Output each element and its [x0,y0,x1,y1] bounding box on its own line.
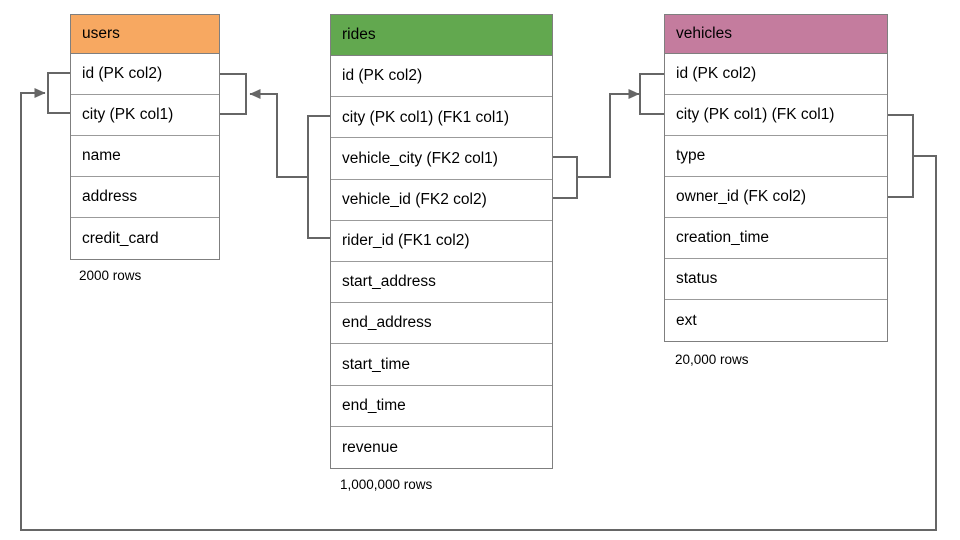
table-column-row: start_address [331,261,552,304]
table-vehicles-header: vehicles [665,15,887,54]
rides-row-count-label: 1,000,000 rows [340,477,433,492]
table-column-row: name [71,136,219,177]
vehicles-left-bracket [639,73,664,115]
table-vehicles-columns: id (PK col2)city (PK col1) (FK col1)type… [665,54,887,341]
table-column-row: rider_id (FK1 col2) [331,220,552,262]
rides-left-bracket [307,115,330,239]
rides-to-vehicles-arrow-line [577,89,640,178]
table-column-row: owner_id (FK col2) [665,177,887,218]
rides-to-users-arrow-line [249,89,308,178]
table-column-row: end_time [331,385,552,427]
table-column-row: id (PK col2) [71,54,219,95]
users-row-count-label: 2000 rows [79,268,142,283]
connector-rides-to-vehicles [553,73,664,199]
table-column-row: vehicle_city (FK2 col1) [331,138,552,180]
rides-right-bracket [553,156,578,199]
table-column-row: creation_time [665,218,887,259]
table-vehicles: vehicles id (PK col2)city (PK col1) (FK … [664,14,888,342]
table-column-row: id (PK col2) [665,54,887,95]
table-column-row: revenue [331,426,552,468]
table-column-row: credit_card [71,218,219,259]
table-column-row: vehicle_id (FK2 col2) [331,179,552,221]
vehicles-right-bracket [888,114,914,198]
table-rides: rides id (PK col2)city (PK col1) (FK1 co… [330,14,553,469]
table-column-row: type [665,136,887,177]
users-right-bracket [220,73,247,115]
table-column-row: ext [665,300,887,341]
table-users-header: users [71,15,219,54]
table-rides-columns: id (PK col2)city (PK col1) (FK1 col1)veh… [331,56,552,468]
table-rides-header: rides [331,15,552,56]
table-column-row: address [71,177,219,218]
table-column-row: city (PK col1) (FK col1) [665,95,887,136]
table-column-row: start_time [331,344,552,386]
users-left-bracket [47,72,70,114]
table-column-row: end_address [331,303,552,345]
table-column-row: city (PK col1) [71,95,219,136]
connector-rides-to-users [220,73,330,239]
table-column-row: id (PK col2) [331,56,552,98]
vehicles-row-count-label: 20,000 rows [675,352,749,367]
table-column-row: status [665,259,887,300]
table-column-row: city (PK col1) (FK1 col1) [331,97,552,139]
